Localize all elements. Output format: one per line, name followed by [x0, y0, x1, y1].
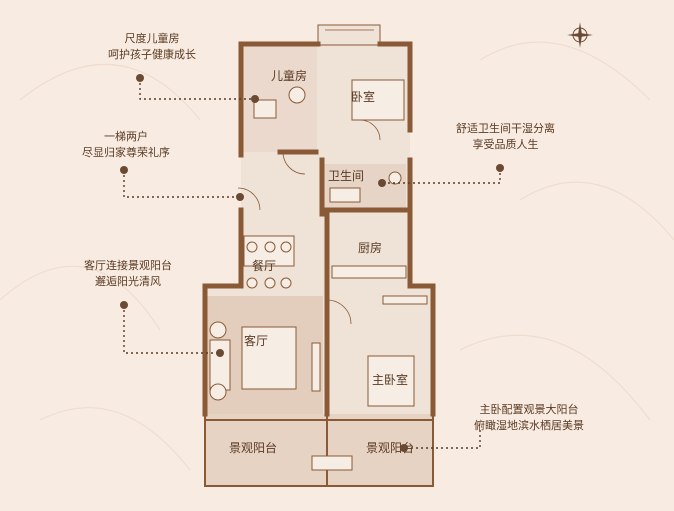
- annotation-master-line1: 主卧配置观景大阳台: [479, 403, 579, 416]
- room-label-dining: 餐厅: [252, 259, 277, 273]
- annotation-kids-line1: 尺度儿童房: [124, 32, 180, 45]
- annotation-living: 客厅连接景观阳台 邂逅阳光清风: [84, 258, 172, 290]
- annotation-entry-line1: 一梯两户: [104, 130, 148, 143]
- annotation-bath-line1: 舒适卫生间干湿分离: [456, 122, 555, 135]
- room-label-balcony-left: 景观阳台: [229, 441, 278, 455]
- room-label-kids: 儿童房: [271, 69, 308, 83]
- annotation-kids-line2: 呵护孩子健康成长: [108, 48, 196, 61]
- annotation-bath-line2: 享受品质人生: [472, 138, 539, 151]
- balcony-right-area: [327, 414, 433, 486]
- compass-icon: [567, 22, 593, 48]
- room-label-master: 主卧室: [372, 373, 409, 387]
- annotation-entry-line2: 尽显归家尊荣礼序: [82, 146, 170, 159]
- annotation-kids: 尺度儿童房 呵护孩子健康成长: [108, 31, 196, 63]
- annotation-living-line2: 邂逅阳光清风: [95, 275, 161, 288]
- room-label-bathroom: 卫生间: [328, 169, 365, 183]
- annotation-master-line2: 俯瞰湿地滨水栖居美景: [474, 419, 584, 432]
- room-label-kitchen: 厨房: [358, 241, 383, 255]
- walls: [202, 41, 436, 417]
- doors: [237, 119, 381, 325]
- balcony-left-area: [205, 414, 327, 486]
- annotation-master: 主卧配置观景大阳台 俯瞰湿地滨水栖居美景: [474, 402, 584, 434]
- furniture: [209, 79, 428, 471]
- room-label-living: 客厅: [244, 334, 269, 348]
- bay-window: [317, 24, 381, 46]
- annotation-living-line1: 客厅连接景观阳台: [84, 259, 172, 272]
- room-label-bedroom: 卧室: [351, 90, 376, 104]
- annotation-bath: 舒适卫生间干湿分离 享受品质人生: [456, 121, 555, 153]
- room-label-balcony-right: 景观阳台: [366, 441, 415, 455]
- annotation-entry: 一梯两户 尽显归家尊荣礼序: [82, 129, 170, 161]
